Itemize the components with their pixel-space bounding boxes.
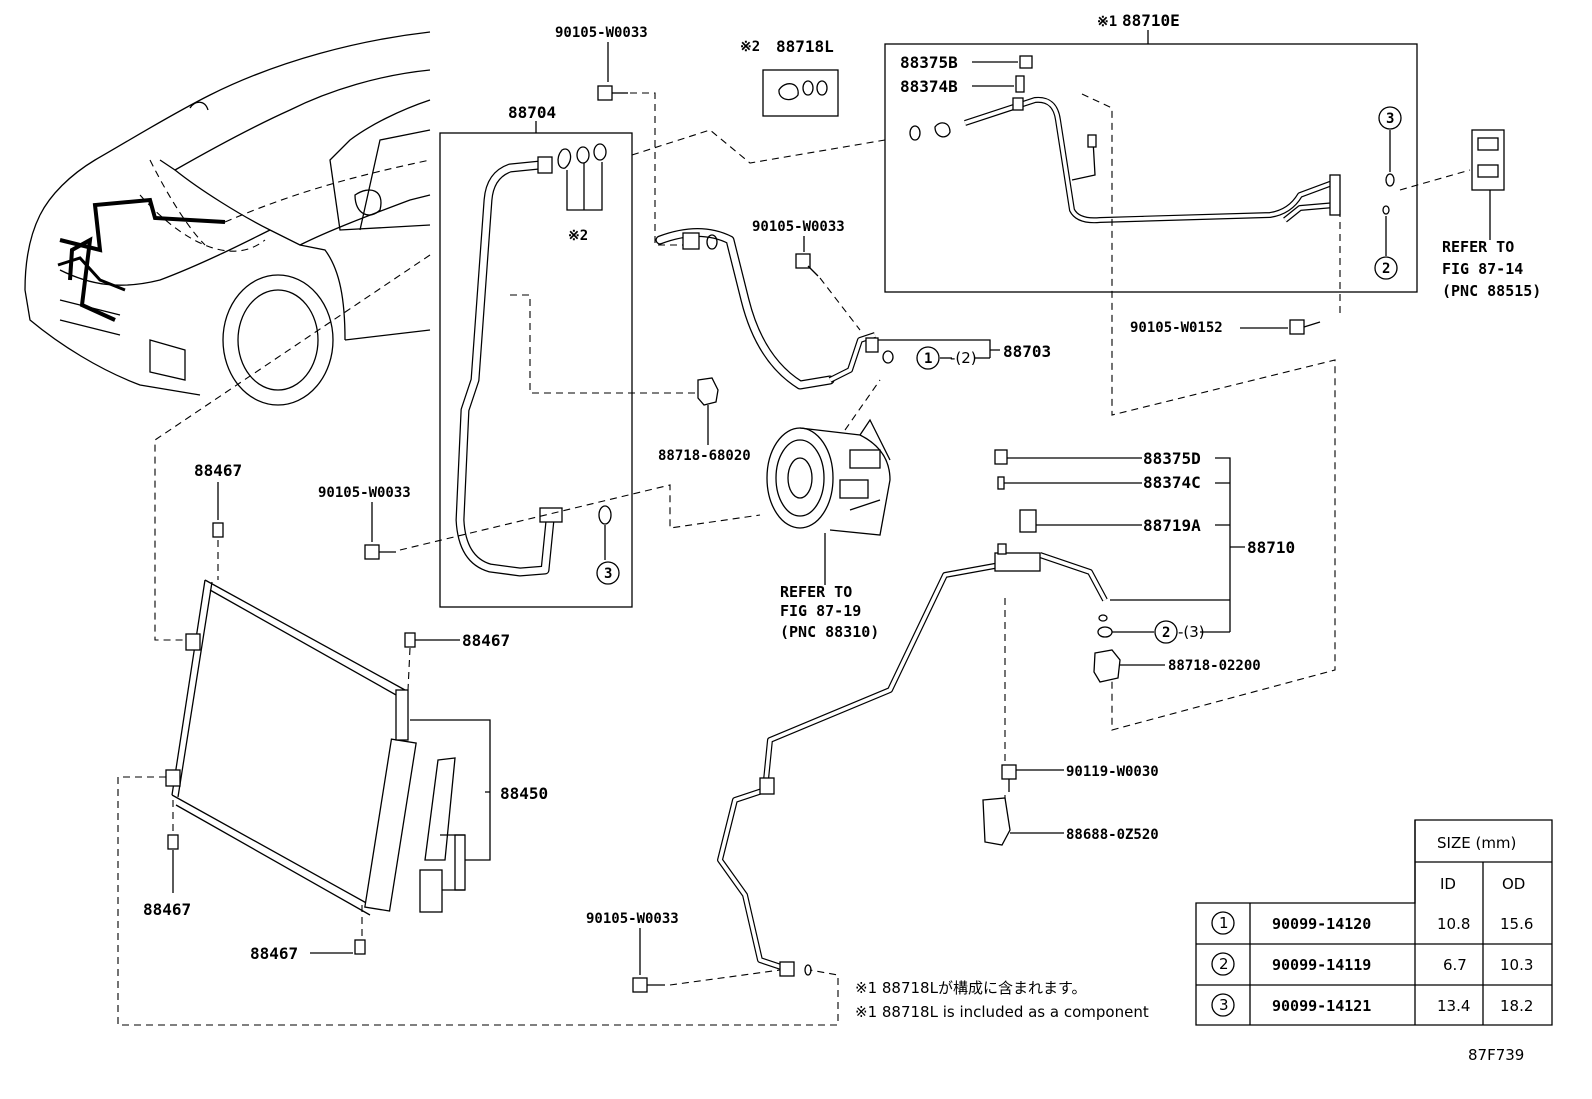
refer-1-line1: REFER TO xyxy=(780,583,852,601)
bolt-90105-W0033-mid: 90105-W0033 xyxy=(752,219,861,331)
bolt-90119-W0030: 90119-W0030 xyxy=(1001,598,1159,805)
table-row-od: 18.2 xyxy=(1500,997,1533,1015)
table-row-part: 90099-14119 xyxy=(1272,956,1371,974)
label-88710: 88710 xyxy=(1247,538,1295,557)
kit-88718L: ※2 88718L xyxy=(740,37,839,117)
label-88450: 88450 xyxy=(500,784,548,803)
table-col-od: OD xyxy=(1502,875,1525,893)
label-88688-0Z520: 88688-0Z520 xyxy=(1066,827,1159,843)
label-88374C: 88374C xyxy=(1143,473,1201,492)
label-88710E: 88710E xyxy=(1122,11,1180,30)
table-row-num: 1 xyxy=(1219,914,1229,932)
pipe-assembly-88710: 88375D 88374C 88719A 88710 2 -(3) 88718-… xyxy=(717,449,1295,977)
label-88703: 88703 xyxy=(1003,342,1051,361)
circle-1: 1 xyxy=(924,351,932,367)
mark-2-88718L: ※2 xyxy=(740,39,760,55)
label-90105-W0152: 90105-W0152 xyxy=(1130,320,1223,336)
circle-3-88710E: 3 xyxy=(1386,111,1394,127)
label-88467-d: 88467 xyxy=(250,944,298,963)
refer-0-line1: REFER TO xyxy=(1442,238,1514,256)
circle-3-88704: 3 xyxy=(604,566,612,582)
table-row-part: 90099-14120 xyxy=(1272,915,1371,933)
expansion-valve: REFER TO FIG 87-14 (PNC 88515) xyxy=(1442,129,1541,300)
bolt-90105-W0033-bottom: 90105-W0033 xyxy=(586,911,781,993)
size-table: SIZE (mm) ID OD 1 90099-14120 10.8 15.6 … xyxy=(1195,819,1553,1026)
hose-assembly-88704: 88704 ※2 3 xyxy=(439,103,700,608)
figure-id: 87F739 xyxy=(1468,1046,1524,1064)
label-90119-W0030: 90119-W0030 xyxy=(1066,764,1159,780)
label-90105-W0033-b: 90105-W0033 xyxy=(752,219,845,235)
label-90105-W0033-d: 90105-W0033 xyxy=(586,911,679,927)
label-88719A: 88719A xyxy=(1143,516,1201,535)
sensor-88718-68020: 88718-68020 xyxy=(658,377,751,464)
note-en: ※1 88718L is included as a component xyxy=(855,1003,1149,1021)
refer-1-line2: FIG 87-19 xyxy=(780,602,861,620)
label-88718-68020: 88718-68020 xyxy=(658,448,751,464)
label-88467-b: 88467 xyxy=(462,631,510,650)
condenser: 88450 88467 88467 88467 88467 xyxy=(117,254,839,1026)
vehicle-illustration xyxy=(24,31,431,406)
refer-0-line3: (PNC 88515) xyxy=(1442,282,1541,300)
table-row-od: 15.6 xyxy=(1500,915,1533,933)
label-88718L: 88718L xyxy=(776,37,834,56)
table-row-id: 6.7 xyxy=(1443,956,1467,974)
circle-2-88710: 2 xyxy=(1162,625,1170,641)
bolt-90105-W0033-top: 90105-W0033 xyxy=(555,25,690,246)
table-row-num: 2 xyxy=(1219,955,1229,973)
label-88375B: 88375B xyxy=(900,53,958,72)
circle-2-88710E: 2 xyxy=(1382,261,1390,277)
bolt-90105-W0152: 90105-W0152 xyxy=(1130,319,1321,336)
label-88704: 88704 xyxy=(508,103,556,122)
table-row-od: 10.3 xyxy=(1500,956,1533,974)
table-row-part: 90099-14121 xyxy=(1272,997,1371,1015)
table-size-header: SIZE (mm) xyxy=(1437,834,1516,852)
hose-88703: 1 -(2) 88703 xyxy=(655,228,1051,390)
pipe-assembly-88710E: ※1 88710E 88375B 88374B 3 2 xyxy=(631,11,1471,731)
bracket-88688-0Z520: 88688-0Z520 xyxy=(982,797,1159,846)
table-row-id: 13.4 xyxy=(1437,997,1470,1015)
footnotes: ※1 88718Lが構成に含まれます。 ※1 88718L is include… xyxy=(855,979,1149,1021)
note-jp: ※1 88718Lが構成に含まれます。 xyxy=(855,979,1086,997)
label-88375D: 88375D xyxy=(1143,449,1201,468)
refer-1-line3: (PNC 88310) xyxy=(780,623,879,641)
label-88718-02200: 88718-02200 xyxy=(1168,658,1261,674)
compressor: REFER TO FIG 87-19 (PNC 88310) xyxy=(766,379,891,641)
bolt-90105-W0033-left: 90105-W0033 xyxy=(318,484,761,560)
table-row-id: 10.8 xyxy=(1437,915,1470,933)
mark-1-88710E: ※1 xyxy=(1097,14,1117,30)
table-col-id: ID xyxy=(1440,875,1456,893)
label-90105-W0033-c: 90105-W0033 xyxy=(318,485,411,501)
label-88467-a: 88467 xyxy=(194,461,242,480)
paren-2: -(2) xyxy=(950,349,977,367)
mark-2-label: ※2 xyxy=(568,228,588,244)
label-88374B: 88374B xyxy=(900,77,958,96)
label-88467-c: 88467 xyxy=(143,900,191,919)
table-row-num: 3 xyxy=(1219,996,1229,1014)
label-90105-W0033-a: 90105-W0033 xyxy=(555,25,648,41)
refer-0-line2: FIG 87-14 xyxy=(1442,260,1523,278)
paren-3: -(3) xyxy=(1178,623,1205,641)
